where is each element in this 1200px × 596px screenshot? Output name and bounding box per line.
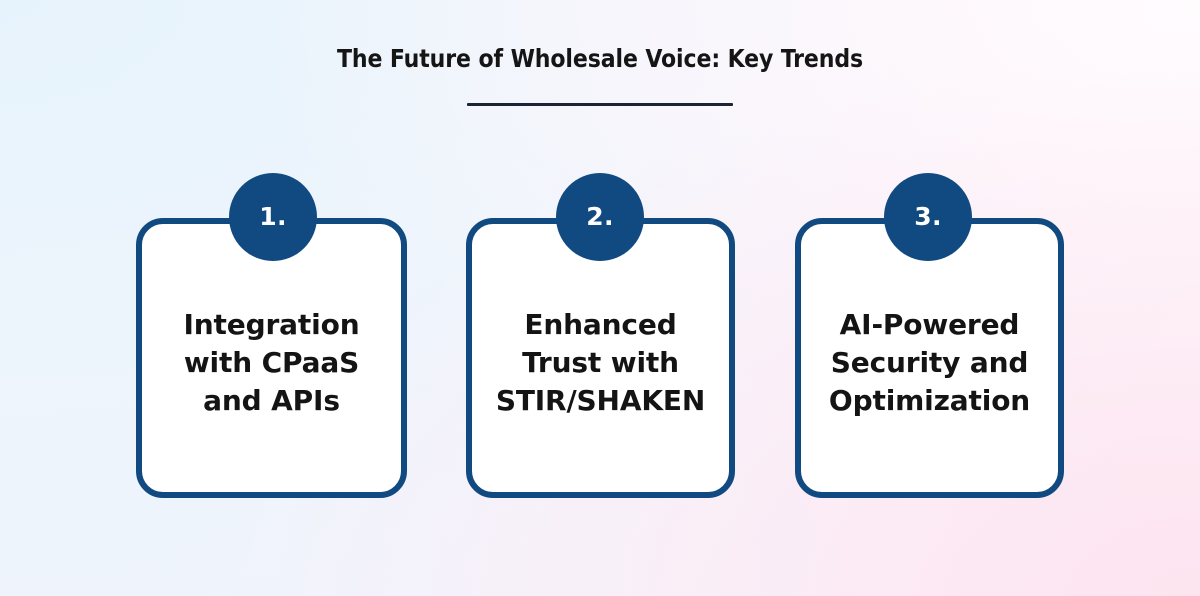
- trend-card-3-number: 3.: [914, 201, 942, 231]
- trend-card-2-label: Enhanced Trust with STIR/SHAKEN: [495, 308, 706, 417]
- trend-card-3-number-badge: 3.: [884, 173, 972, 261]
- trend-card-3-label: AI-Powered Security and Optimization: [828, 308, 1031, 417]
- trend-card-2: Enhanced Trust with STIR/SHAKEN: [466, 218, 735, 498]
- trend-card-1-number: 1.: [259, 201, 287, 231]
- trend-card-2-number-badge: 2.: [556, 173, 644, 261]
- title-divider: [467, 103, 733, 106]
- trend-card-1-label: Integration with CPaaS and APIs: [183, 308, 360, 417]
- trend-card-1: Integration with CPaaS and APIs: [136, 218, 407, 498]
- trend-card-2-number: 2.: [586, 201, 614, 231]
- trend-card-1-number-badge: 1.: [229, 173, 317, 261]
- page-title: The Future of Wholesale Voice: Key Trend…: [336, 44, 864, 73]
